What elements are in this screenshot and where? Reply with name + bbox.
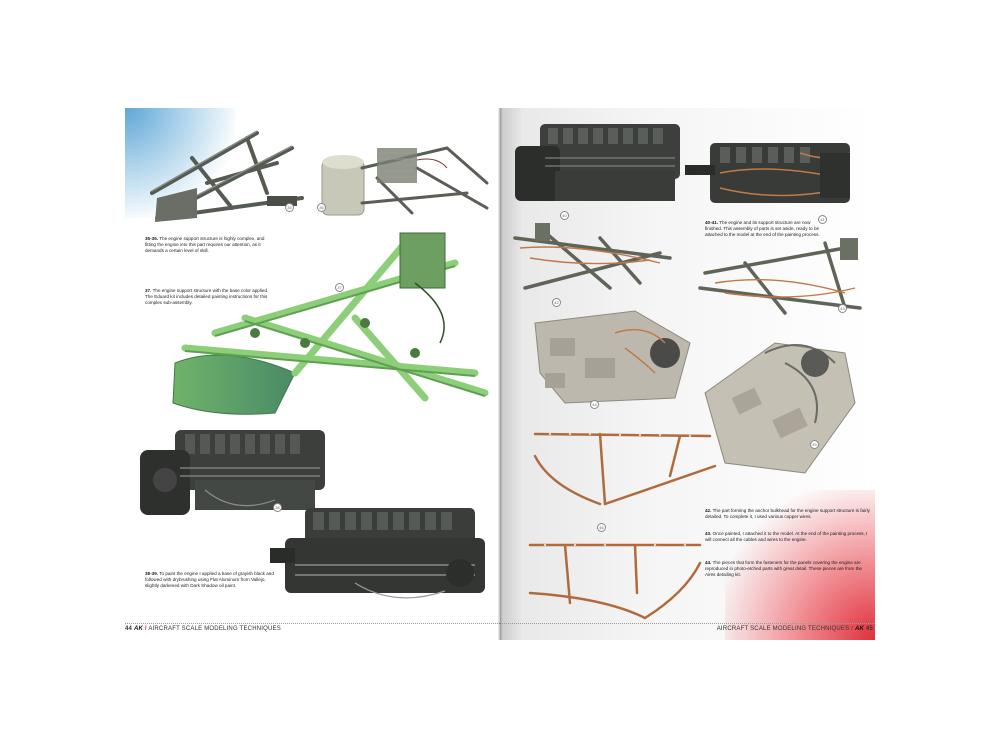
photo-etched-fasteners-photo: [530, 426, 720, 511]
engine-finished-photo: [510, 116, 690, 211]
photo-etched-fasteners-alt-photo: [525, 533, 710, 623]
photo-number-marker: 46: [597, 523, 606, 532]
engine-mount-with-firewall-photo: [317, 138, 495, 223]
photo-number-marker: 36: [317, 203, 326, 212]
caption-43: 43. Once painted, I attached it to the m…: [705, 531, 868, 542]
engine-mount-wired-photo: [510, 218, 675, 298]
magazine-spread: 35 36 35-36. The engine support stru: [125, 108, 875, 640]
footer-separator: /: [851, 626, 854, 632]
brand-logo: AK: [854, 626, 865, 632]
engine-mount-wired-alt-photo: [695, 233, 865, 318]
page-number: 45: [865, 626, 873, 632]
caption-44: 44. The pieces that form the fasteners f…: [705, 560, 862, 577]
caption-38-39: 38-39. To paint the engine I applied a b…: [145, 571, 274, 588]
photo-number-marker: 38: [273, 503, 282, 512]
photo-number-marker: 41: [818, 215, 827, 224]
caption-37: 37. The engine support structure with th…: [145, 288, 269, 305]
caption-35-36: 35-36. The engine support structure is h…: [145, 236, 265, 253]
publication-title: AIRCRAFT SCALE MODELING TECHNIQUES: [716, 626, 850, 632]
red-corner-decoration: [725, 490, 875, 640]
engine-mount-frame-photo: [137, 118, 307, 228]
engine-front-view-photo: [135, 420, 350, 530]
anchor-bulkhead-photo: [525, 303, 695, 408]
left-page-footer: 44 AK / AIRCRAFT SCALE MODELING TECHNIQU…: [125, 626, 281, 632]
photo-number-marker: 43: [838, 304, 847, 313]
photo-number-marker: 45: [810, 440, 819, 449]
right-page-footer: AIRCRAFT SCALE MODELING TECHNIQUES / AK …: [717, 626, 873, 632]
footer-rule: [500, 623, 875, 626]
footer-separator: /: [144, 626, 147, 632]
engine-side-view-photo: [265, 503, 495, 613]
green-engine-mount-photo: [155, 223, 495, 423]
left-page: 35 36 35-36. The engine support stru: [125, 108, 500, 640]
footer-rule: [125, 623, 500, 626]
photo-number-marker: 44: [590, 400, 599, 409]
photo-number-marker: 42: [552, 298, 561, 307]
photo-number-marker: 35: [285, 203, 294, 212]
caption-42: 42. The part forming the anchor bulkhead…: [705, 508, 870, 519]
spine-gutter: [498, 108, 502, 640]
photo-number-marker: 37: [335, 283, 344, 292]
right-page: 40 41 40-41. The engine and its support …: [500, 108, 875, 640]
caption-40-41: 40-41. The engine and its support struct…: [705, 220, 820, 237]
page-number: 44: [125, 626, 133, 632]
publication-title: AIRCRAFT SCALE MODELING TECHNIQUES: [148, 626, 281, 632]
engine-finished-rear-photo: [680, 133, 865, 218]
photo-number-marker: 40: [560, 211, 569, 220]
brand-logo: AK: [133, 626, 144, 632]
